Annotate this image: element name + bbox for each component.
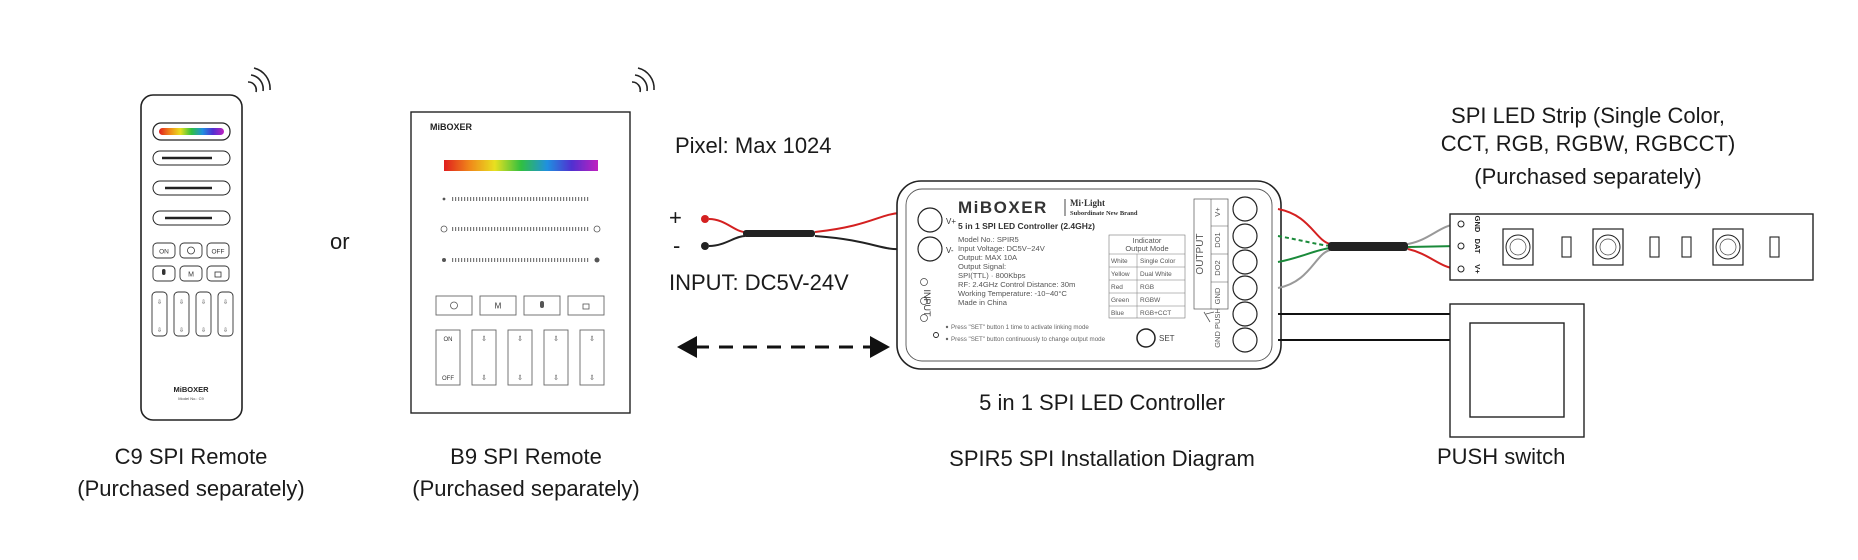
spec-line: SPI(TTL) · 800Kbps <box>958 271 1026 280</box>
spi-controller: V+ V- INPUT MiBOXER Mi·Light Subordinate… <box>896 180 1282 370</box>
svg-text:⇩: ⇩ <box>481 374 487 382</box>
indicator-color: White <box>1111 258 1128 265</box>
output-label: OUTPUT <box>1195 233 1206 274</box>
svg-text:⇩: ⇩ <box>201 299 206 306</box>
svg-text:⇩: ⇩ <box>223 327 228 334</box>
indicator-mode: RGB+CCT <box>1140 310 1171 317</box>
push-terminal-label: GND PUSH <box>1213 308 1222 348</box>
c9-remote-label: C9 SPI Remote <box>114 444 268 469</box>
b9-off-text: OFF <box>442 376 454 382</box>
spec-line: Working Temperature: -10~40°C <box>958 289 1067 298</box>
indicator-color: Yellow <box>1111 271 1130 278</box>
out-terminal-label: DO2 <box>1213 260 1222 275</box>
spec-line: Made in China <box>958 298 1008 307</box>
spec-line: RF: 2.4GHz Control Distance: 30m <box>958 280 1075 289</box>
led-chip <box>1712 228 1744 266</box>
or-text: or <box>330 229 350 254</box>
c9-off-text: OFF <box>212 249 225 256</box>
spec-line: Output: MAX 10A <box>958 253 1018 262</box>
indicator-mode: RGBW <box>1140 297 1161 304</box>
out-terminal-label: GND <box>1213 287 1222 304</box>
svg-text:⇩: ⇩ <box>553 374 559 382</box>
svg-text:⇩: ⇩ <box>201 327 206 334</box>
led-strip-label: CCT, RGB, RGBW, RGBCCT) <box>1440 131 1736 156</box>
input-vminus: V- <box>946 246 954 255</box>
svg-text:⇩: ⇩ <box>517 335 523 343</box>
b9-m-text: M <box>495 302 502 311</box>
c9-model: Model No.: C9 <box>178 396 204 401</box>
spec-line: Output Signal: <box>958 262 1006 271</box>
set-button[interactable] <box>1136 328 1156 348</box>
push-switch-label: PUSH switch <box>1437 444 1566 469</box>
push-switch <box>1449 303 1585 438</box>
led-strip-label: SPI LED Strip (Single Color, <box>1451 103 1725 128</box>
svg-text:⇩: ⇩ <box>481 335 487 343</box>
b9-remote: MiBOXER M ON OFF ⇩ ⇩ ⇩ ⇩ ⇩ ⇩ ⇩ ⇩ <box>410 111 631 414</box>
indicator-color: Green <box>1111 297 1129 304</box>
indicator-subtitle: Output Mode <box>1125 244 1168 253</box>
pin-label: GND <box>1473 216 1482 233</box>
controller-caption: 5 in 1 SPI LED Controller <box>979 390 1225 415</box>
c9-remote-sublabel: (Purchased separately) <box>77 476 305 501</box>
c9-on-text: ON <box>159 249 169 256</box>
diagram-title: SPIR5 SPI Installation Diagram <box>949 446 1255 471</box>
led-strip-sublabel: (Purchased separately) <box>1474 164 1702 189</box>
spec-line: Input Voltage: DC5V~24V <box>958 244 1046 253</box>
svg-text:⇩: ⇩ <box>223 299 228 306</box>
controller-brand-sub1: Mi·Light <box>1070 198 1105 208</box>
pixel-label: Pixel: Max 1024 <box>675 133 832 158</box>
input-vplus: V+ <box>946 217 956 226</box>
c9-m-text: M <box>188 272 194 279</box>
pin-label: V+ <box>1473 264 1482 274</box>
svg-text:⇩: ⇩ <box>157 327 162 334</box>
led-chip <box>1592 228 1624 266</box>
svg-text:⇩: ⇩ <box>179 299 184 306</box>
led-strip: GND DAT V+ <box>1449 213 1814 281</box>
note-line: Press "SET" button continuously to chang… <box>951 336 1106 343</box>
svg-text:⇩: ⇩ <box>589 335 595 343</box>
indicator-mode: Single Color <box>1140 258 1176 265</box>
b9-wireless-icon <box>631 67 655 93</box>
controller-product: 5 in 1 SPI LED Controller (2.4GHz) <box>958 221 1095 231</box>
b9-remote-label: B9 SPI Remote <box>450 444 602 469</box>
controller-brand-sub2: Subordinate New Brand <box>1070 210 1138 217</box>
svg-text:⇩: ⇩ <box>179 327 184 334</box>
svg-text:⇩: ⇩ <box>553 335 559 343</box>
b9-on-text: ON <box>444 337 453 343</box>
svg-text:⇩: ⇩ <box>589 374 595 382</box>
b9-brand: MiBOXER <box>430 122 473 132</box>
set-label: SET <box>1159 334 1175 343</box>
indicator-table: Indicator Output Mode White Single Color… <box>1108 234 1186 319</box>
indicator-color: Red <box>1111 284 1123 291</box>
spec-line: Model No.: SPIR5 <box>958 235 1019 244</box>
indicator-mode: Dual White <box>1140 271 1172 278</box>
note-line: Press "SET" button 1 time to activate li… <box>951 324 1089 331</box>
plus-label: + <box>669 205 682 230</box>
b9-remote-sublabel: (Purchased separately) <box>412 476 640 501</box>
controller-brand: MiBOXER <box>958 198 1048 217</box>
minus-label: - <box>673 233 681 258</box>
out-terminal-label: DO1 <box>1213 232 1222 247</box>
c9-brand: MiBOXER <box>173 385 209 394</box>
c9-remote: ON OFF M ⇩ ⇩ ⇩ ⇩ ⇩ ⇩ ⇩ ⇩ MiBOXER Model N… <box>140 94 243 421</box>
svg-text:⇩: ⇩ <box>157 299 162 306</box>
out-terminal-label: V+ <box>1213 207 1222 217</box>
indicator-title: Indicator <box>1133 236 1162 245</box>
led-chip <box>1502 228 1534 266</box>
indicator-mode: RGB <box>1140 284 1154 291</box>
svg-text:⇩: ⇩ <box>517 374 523 382</box>
indicator-color: Blue <box>1111 310 1124 317</box>
input-voltage-label: INPUT: DC5V-24V <box>669 270 849 295</box>
power-input-wires <box>701 212 901 251</box>
pin-label: DAT <box>1473 239 1482 254</box>
rf-link-arrow <box>677 336 890 358</box>
c9-wireless-icon <box>247 67 271 93</box>
output-wires <box>1277 208 1459 341</box>
